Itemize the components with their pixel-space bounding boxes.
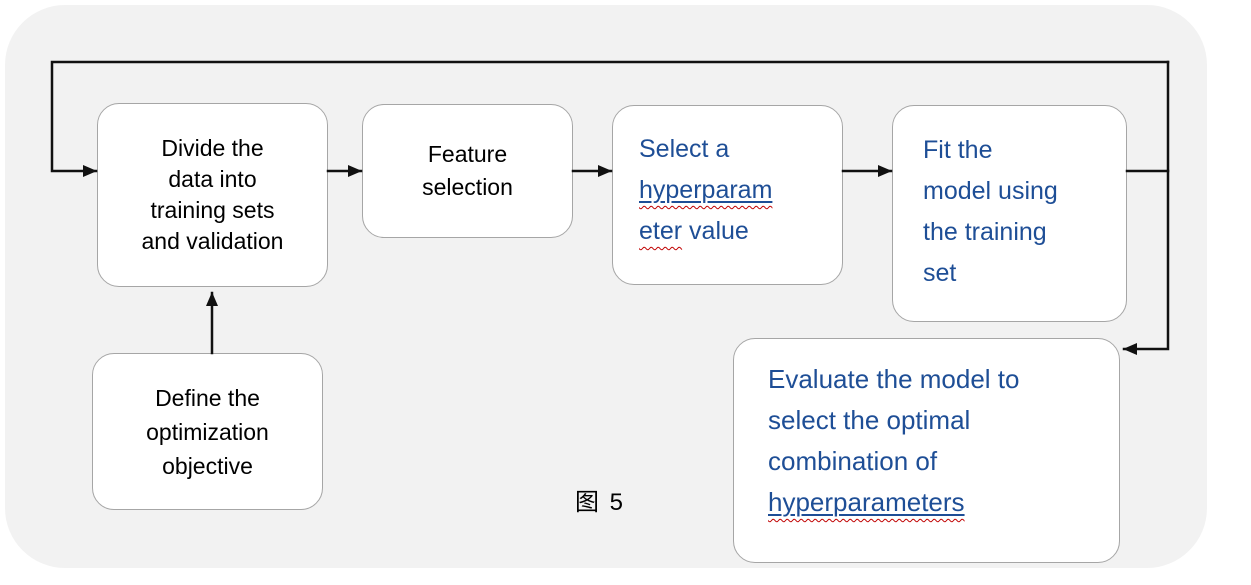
node-text-line: Evaluate the model to <box>768 364 1020 394</box>
node-text-line: select the optimal <box>768 405 971 435</box>
node-text-line: optimization <box>146 418 269 445</box>
node-text-line: hyperparam <box>639 170 832 211</box>
node-divide-data: Divide the data into training sets and v… <box>97 103 328 287</box>
figure-caption: 图 5 <box>574 489 625 514</box>
node-text-line: set <box>923 259 957 287</box>
node-text-line: model using <box>923 177 1058 205</box>
node-text-line: Select a <box>639 135 730 163</box>
node-text-line: hyperparameters <box>768 482 1107 523</box>
misspelled-word: hyperparam <box>639 176 772 204</box>
node-text-line: and validation <box>141 228 284 254</box>
node-text-line: data into <box>168 166 257 192</box>
node-text-line: Define the <box>155 384 260 411</box>
node-evaluate-model: Evaluate the model to select the optimal… <box>733 338 1120 563</box>
node-select-hyperparameter: Select a hyperparam eter value <box>612 105 843 285</box>
node-text-line: Feature <box>427 141 508 167</box>
underlined-word: hyperparameters <box>768 487 965 517</box>
node-feature-selection: Feature selection <box>362 104 573 238</box>
underlined-word: hyperparam <box>639 176 773 204</box>
node-text-line: objective <box>162 452 253 479</box>
node-text-line: training sets <box>150 197 275 223</box>
misspelled-word: eter <box>639 217 683 245</box>
node-fit-model: Fit the model using the training set <box>892 105 1127 322</box>
node-text-line: selection <box>422 174 513 200</box>
misspelled-word: hyperparameters <box>768 487 965 517</box>
node-text-line: Divide the <box>161 135 264 161</box>
node-text-line: combination of <box>768 446 938 476</box>
node-text-fragment: value <box>682 217 749 245</box>
node-text-line: the training <box>923 218 1047 246</box>
node-define-objective: Define the optimization objective <box>92 353 323 510</box>
node-text-line: eter value <box>639 211 832 252</box>
node-text-line: Fit the <box>923 136 993 164</box>
